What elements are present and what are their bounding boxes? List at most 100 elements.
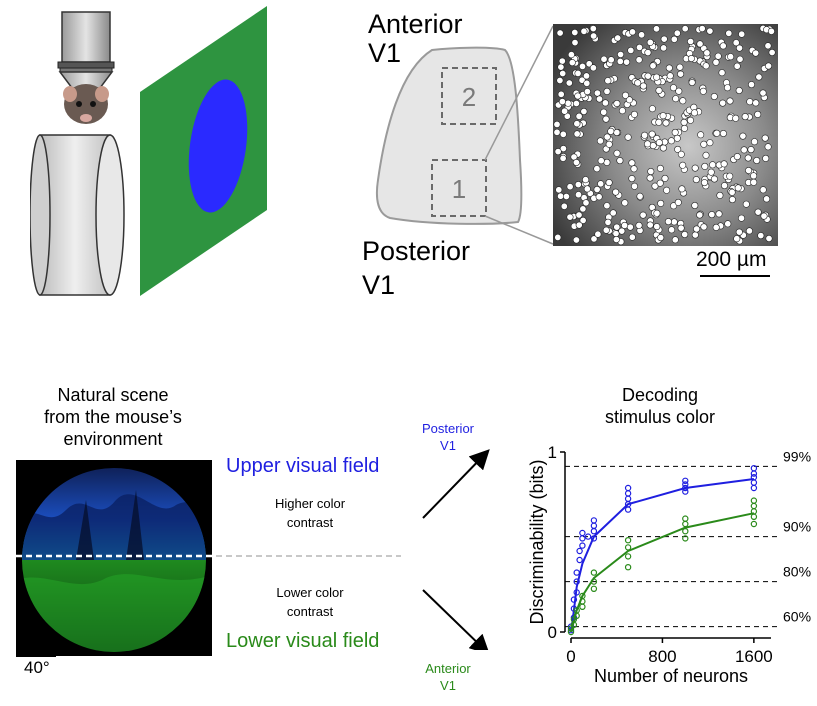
cell-marker [754, 110, 762, 118]
series-point-0 [576, 556, 583, 564]
cell-marker [603, 133, 611, 141]
cell-marker [659, 144, 667, 152]
cell-marker [670, 202, 678, 210]
cell-marker [747, 146, 755, 154]
cell-marker [655, 139, 663, 147]
cell-marker [673, 134, 681, 142]
series-point-1 [567, 628, 575, 636]
series-point-0 [682, 488, 689, 495]
cell-marker [700, 140, 708, 148]
series-point-0 [590, 517, 598, 524]
series-point-0 [682, 481, 689, 488]
series-point-0 [624, 484, 632, 492]
cell-marker [721, 182, 729, 190]
cell-marker [602, 115, 610, 123]
cell-marker [751, 138, 759, 146]
cell-marker [752, 99, 760, 107]
cell-marker [671, 236, 679, 244]
series-point-1 [750, 502, 758, 510]
cell-marker [719, 130, 727, 138]
cell-marker [607, 127, 615, 135]
cell-marker [575, 112, 583, 120]
cell-marker [754, 208, 762, 216]
cell-marker [656, 164, 664, 172]
cell-marker [676, 63, 684, 71]
cell-marker [596, 137, 604, 145]
cell-marker [724, 84, 732, 92]
cell-marker [728, 188, 736, 196]
cell-marker [653, 209, 661, 217]
series-point-1 [624, 563, 632, 571]
x-axis-label: Number of neurons [594, 666, 748, 686]
series-point-1 [573, 607, 580, 614]
series-point-0 [750, 474, 758, 481]
cell-marker [649, 142, 657, 150]
rig-illustration [30, 6, 267, 296]
cell-marker [696, 40, 704, 48]
cell-marker [644, 72, 652, 80]
cell-marker [614, 34, 622, 42]
cell-marker [593, 89, 601, 97]
y-tick-label: 0 [548, 623, 557, 642]
cell-marker [724, 220, 732, 228]
cell-marker [768, 48, 776, 56]
cell-marker [738, 214, 746, 222]
series-point-1 [750, 513, 758, 521]
cell-marker [612, 230, 620, 238]
series-point-0 [682, 477, 689, 485]
cell-marker [748, 81, 756, 89]
series-point-0 [682, 484, 689, 492]
cell-marker [595, 193, 603, 201]
series-point-0 [590, 535, 598, 542]
cell-marker [765, 235, 773, 243]
stimulus-spot [188, 79, 248, 213]
series-point-1 [682, 535, 689, 542]
cell-marker [691, 109, 699, 117]
cell-marker [713, 129, 721, 137]
cell-marker [725, 29, 733, 37]
cell-marker [560, 202, 568, 210]
cell-marker [659, 112, 667, 120]
cell-marker [559, 154, 567, 162]
angle-scale-bar [16, 655, 56, 657]
series-point-1 [624, 544, 632, 551]
mouse-icon [63, 84, 109, 124]
cell-marker [688, 78, 696, 86]
cell-marker [673, 29, 681, 37]
cell-marker [603, 87, 611, 95]
cell-marker [600, 55, 608, 63]
cell-marker [675, 87, 683, 95]
cell-marker [720, 160, 728, 168]
zoom-lines [484, 25, 554, 245]
cell-marker [742, 200, 750, 208]
cell-marker [677, 70, 685, 78]
cell-marker [618, 107, 626, 115]
series-point-0 [573, 569, 580, 576]
cell-marker [726, 172, 734, 180]
cell-marker [590, 235, 598, 243]
arrow-to-posterior [422, 449, 490, 519]
cell-marker [568, 59, 576, 67]
cell-marker [750, 178, 758, 186]
cell-marker [712, 223, 720, 231]
series-point-1 [624, 553, 632, 560]
cell-marker [679, 161, 687, 169]
cell-marker [691, 202, 699, 210]
cell-marker [579, 216, 587, 224]
cell-marker [700, 223, 708, 231]
cell-marker [726, 97, 734, 105]
series-point-0 [579, 529, 586, 537]
cell-marker [572, 236, 580, 244]
cell-marker [566, 213, 574, 221]
lower-visual-field-label: Lower visual field [226, 630, 380, 652]
cell-marker [564, 99, 572, 107]
cell-marker [715, 210, 723, 218]
cell-marker [616, 57, 624, 65]
cell-marker [670, 84, 678, 92]
cell-marker [628, 233, 636, 241]
cell-marker [630, 165, 638, 173]
cell-marker [583, 88, 591, 96]
